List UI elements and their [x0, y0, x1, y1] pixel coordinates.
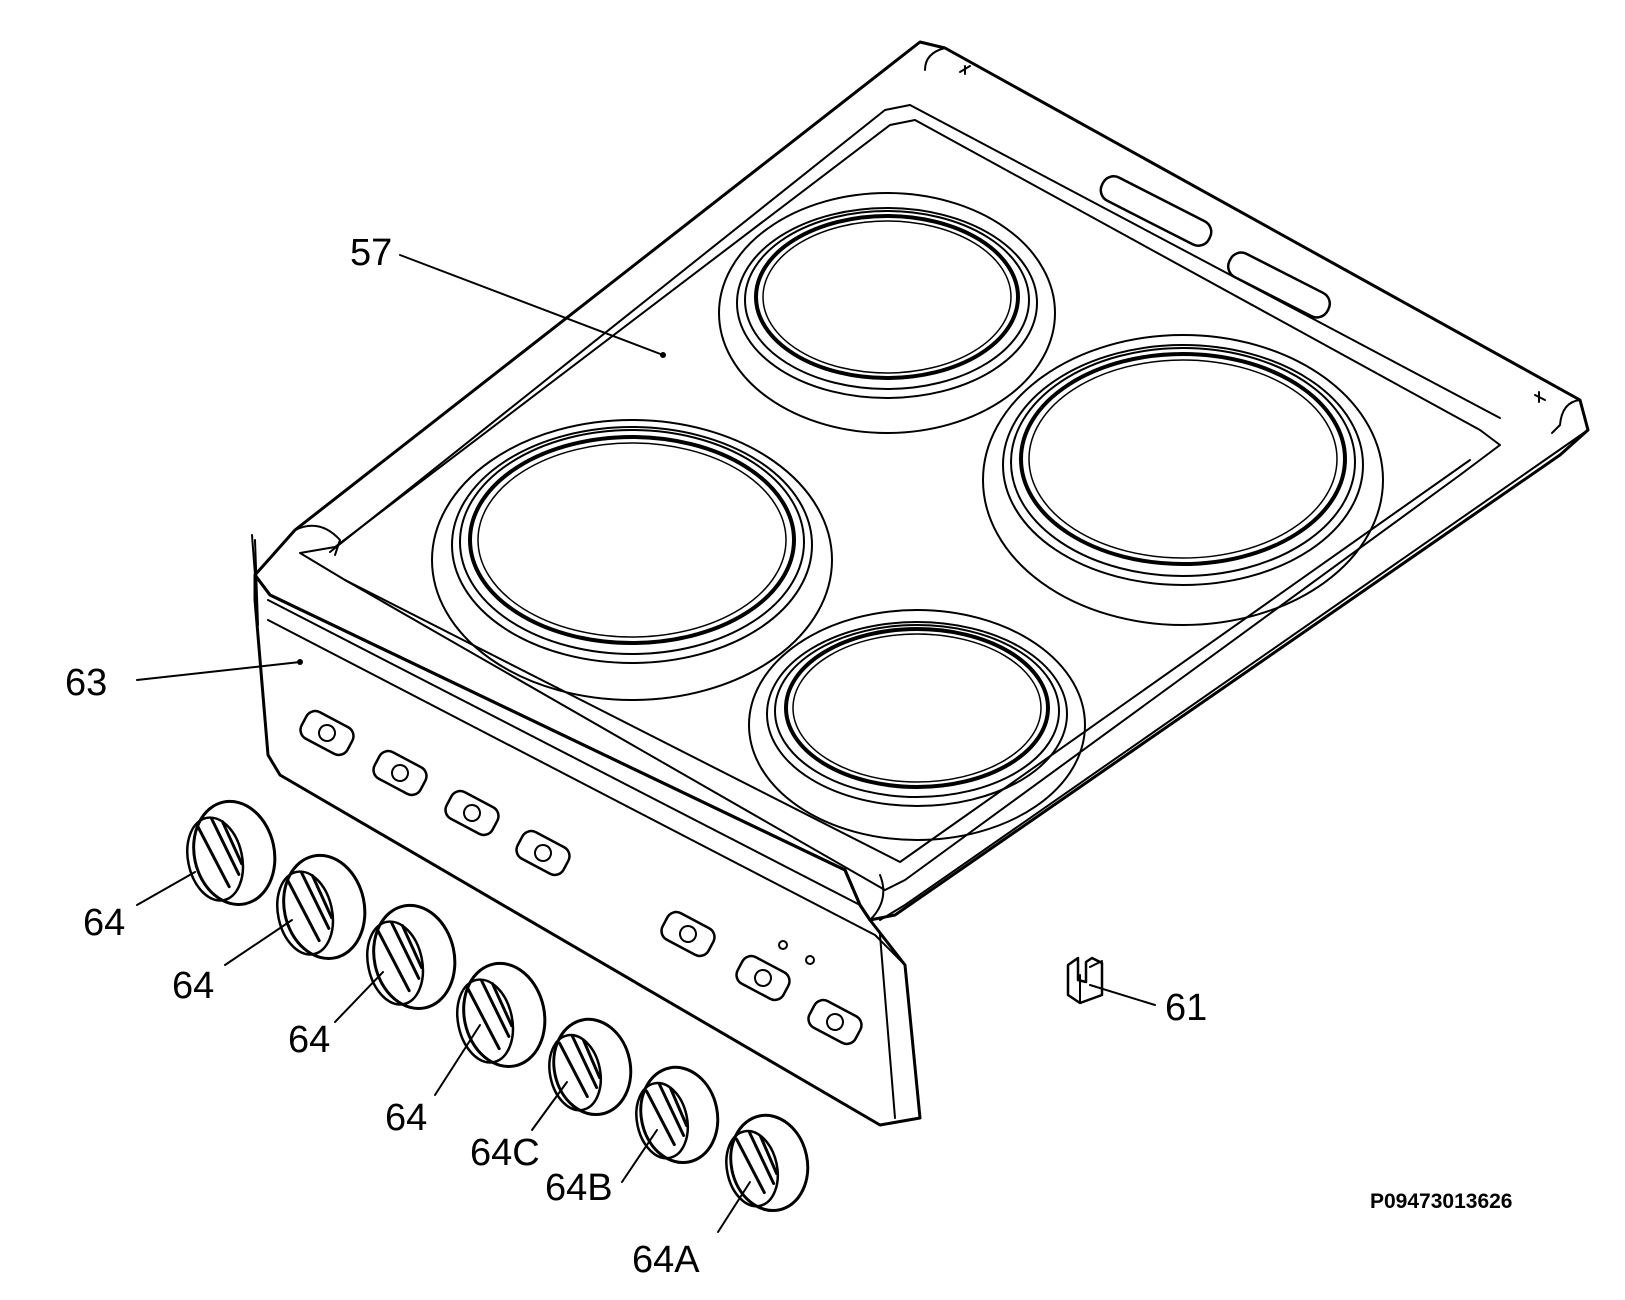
knob-4	[456, 961, 547, 1068]
cooktop-57	[253, 40, 1590, 922]
label-64b: 64B	[545, 1167, 613, 1209]
label-64-4: 64	[385, 1097, 427, 1139]
drawing-code: P09473013626	[1370, 1190, 1512, 1213]
label-64-3: 64	[288, 1019, 330, 1061]
knob-64a	[725, 1113, 810, 1213]
knob-3	[366, 903, 457, 1010]
knob-64c	[548, 1017, 633, 1117]
label-64c: 64C	[470, 1132, 540, 1174]
part-labels: 57 63 61 64 64 64 64 64C 64B 64A P094730…	[65, 232, 1512, 1281]
hotplate-front-right	[748, 609, 1086, 841]
knob-1	[186, 799, 277, 906]
label-63: 63	[65, 662, 107, 704]
label-61: 61	[1165, 987, 1207, 1029]
hotplate-front-left	[431, 419, 833, 701]
label-64a: 64A	[632, 1239, 700, 1281]
label-57: 57	[350, 232, 392, 274]
knob-2	[276, 853, 367, 960]
label-64-1: 64	[83, 902, 125, 944]
hotplate-back-left	[718, 192, 1056, 434]
label-64-2: 64	[172, 965, 214, 1007]
control-panel-63	[251, 534, 922, 1127]
knob-64b	[635, 1065, 720, 1165]
vent-slots	[1099, 175, 1332, 319]
knobs	[186, 799, 810, 1213]
hotplate-back-right	[982, 334, 1384, 626]
clip-61	[1066, 956, 1104, 1005]
leader-lines	[136, 254, 1156, 1233]
panel-knob-sockets	[299, 709, 863, 1046]
